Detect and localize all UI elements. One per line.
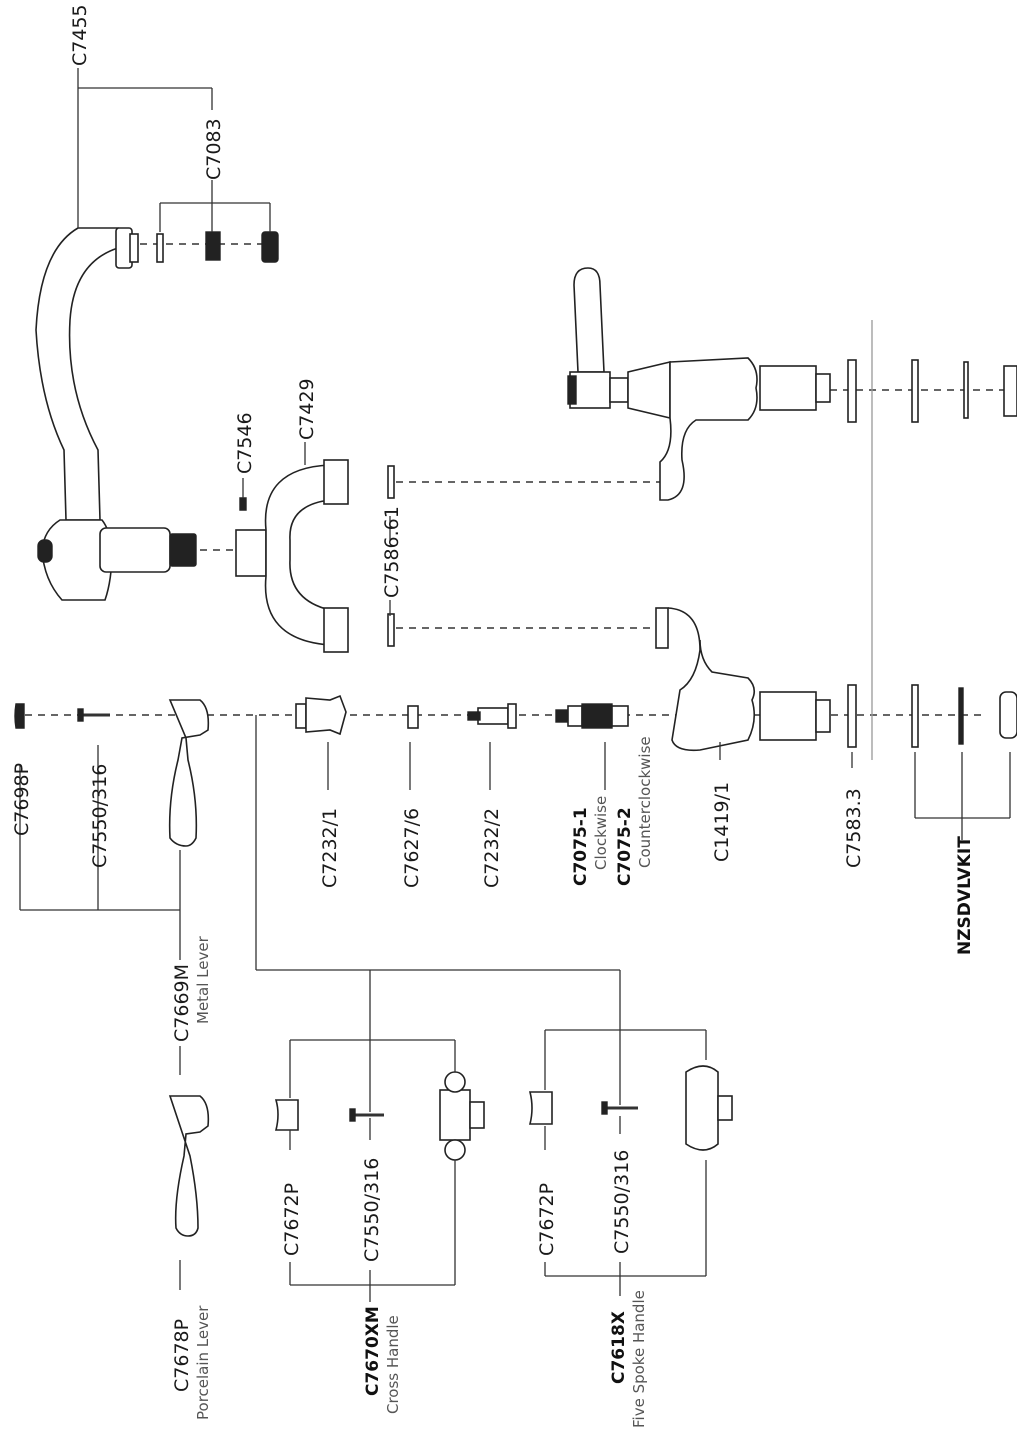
- label-c7672p-a: C7672P: [281, 1183, 303, 1256]
- label-c7546: C7546: [234, 412, 256, 474]
- label-c7550-b: C7550/316: [361, 1158, 383, 1262]
- label-c7698p: C7698P: [11, 763, 33, 836]
- label-c7429: C7429: [296, 378, 318, 440]
- aerator-c7083: [156, 231, 279, 263]
- label-c7075-1: C7075-1: [571, 807, 591, 886]
- spout-c7455: [35, 227, 197, 601]
- handle-c7678p: [168, 1095, 210, 1237]
- label-c7550-a: C7550/316: [89, 764, 111, 868]
- label-c7678p: C7678P: [171, 1319, 193, 1392]
- label-c7583-3: C7583.3: [843, 788, 865, 868]
- label-c7618x: C7618X: [609, 1311, 629, 1384]
- label-c7669m-desc: Metal Lever: [194, 935, 212, 1024]
- label-c7678p-desc: Porcelain Lever: [194, 1305, 212, 1420]
- label-c7075-2-desc: Counterclockwise: [636, 736, 654, 868]
- label-c7627-6: C7627/6: [401, 808, 423, 888]
- label-c7083: C7083: [203, 118, 225, 180]
- leader-lines: [19, 68, 1011, 1302]
- label-c7669m: C7669M: [171, 964, 193, 1042]
- axis-parts: [14, 694, 629, 847]
- handle-c7670xm: [274, 1071, 485, 1161]
- label-c7075-2: C7075-2: [615, 807, 635, 886]
- label-c7075-1-desc: Clockwise: [592, 796, 610, 870]
- label-c7232-2: C7232/2: [481, 808, 503, 888]
- label-c7672p-b: C7672P: [536, 1183, 558, 1256]
- valve-body-upper: [567, 267, 1017, 501]
- label-nzsdvlvkit: NZSDVLVKIT: [955, 836, 975, 955]
- label-c7670xm: C7670XM: [363, 1306, 383, 1396]
- handle-c7618x: [528, 1065, 733, 1151]
- valve-body-lower: [655, 607, 1017, 752]
- labels: C7455 C7083 C7546 C7429 C7586.61 C7698P …: [11, 4, 975, 1428]
- label-c1419-1: C1419/1: [711, 782, 733, 862]
- label-c7550-c: C7550/316: [611, 1150, 633, 1254]
- label-c7586: C7586.61: [381, 506, 403, 598]
- label-c7232-1: C7232/1: [319, 808, 341, 888]
- label-c7670xm-desc: Cross Handle: [384, 1315, 402, 1414]
- centre-lines: [25, 243, 1010, 716]
- label-c7618x-desc: Five Spoke Handle: [630, 1290, 648, 1428]
- label-c7455: C7455: [69, 4, 91, 66]
- hub-c7429: [235, 459, 395, 653]
